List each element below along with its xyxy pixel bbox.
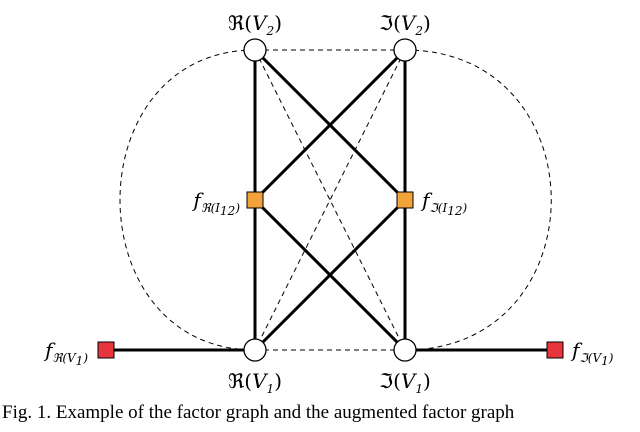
factor-nodes [97, 191, 564, 359]
dashed-edge-diag-a [254, 49, 406, 351]
factor-edges [106, 48, 555, 352]
dashed-edge-right-arc [404, 49, 552, 351]
factor-node-re-v1 [97, 341, 115, 359]
figure-caption-text: Fig. 1. Example of the factor graph and … [2, 402, 515, 423]
dashed-edge-left-arc [119, 49, 256, 351]
label-re-v1: ℜ(V1) [228, 369, 282, 396]
variable-nodes [243, 38, 417, 362]
label-im-v2: ℑ(V2) [379, 11, 431, 38]
factor-node-re-i12 [246, 191, 264, 209]
augmented-edges [119, 49, 552, 351]
label-f-re-v1: fℜ(V1) [43, 338, 88, 368]
factor-node-im-v1 [546, 341, 564, 359]
edge-f-im-i12-re-v1 [253, 198, 407, 352]
dashed-edge-diag-b [254, 49, 406, 351]
label-re-v2: ℜ(V2) [228, 11, 282, 38]
variable-node-im-v1 [393, 338, 417, 362]
factor-node-im-i12 [396, 191, 414, 209]
variable-node-im-v2 [393, 38, 417, 62]
label-f-im-v1: fℑ(V1) [570, 338, 614, 368]
edge-im-v2-f-re-i12 [253, 48, 407, 202]
variable-node-re-v2 [243, 38, 267, 62]
label-f-im-i12: fℑ(I12) [420, 188, 467, 218]
label-im-v1: ℑ(V1) [379, 369, 431, 396]
figure-caption: Fig. 1. Example of the factor graph and … [0, 402, 640, 432]
label-f-re-i12: fℜ(I12) [191, 188, 240, 218]
variable-node-re-v1 [243, 338, 267, 362]
